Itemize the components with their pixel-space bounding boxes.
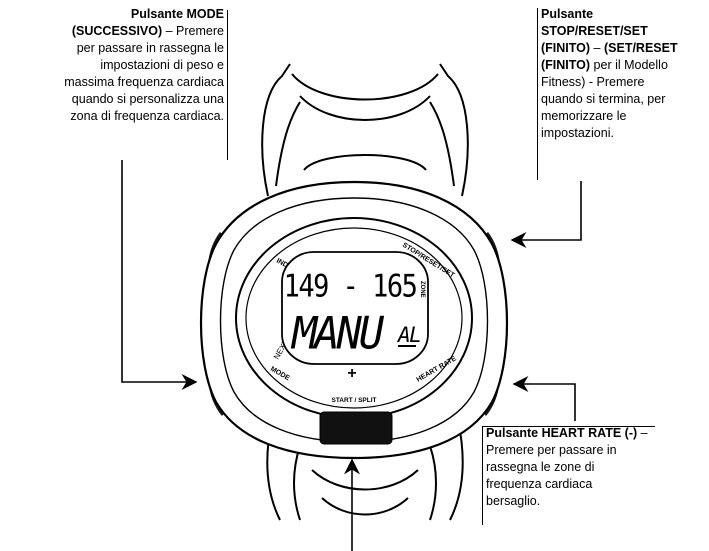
stop-callout-segment: – bbox=[590, 41, 604, 55]
stop-callout-line: Fitness) - Premere bbox=[541, 74, 701, 91]
mode-callout-line: per passare in rassegna le bbox=[20, 40, 224, 57]
mode-callout-segment: Pulsante MODE bbox=[130, 7, 224, 21]
bezel-label-start-split: START / SPLIT bbox=[331, 397, 376, 404]
mode-callout-line: Pulsante MODE bbox=[20, 6, 224, 23]
mode-callout-segment: – Premere bbox=[162, 24, 224, 38]
stop-callout-rule bbox=[537, 8, 538, 180]
mode-callout-segment: (SUCCESSIVO) bbox=[71, 24, 163, 38]
hr-callout-segment: Premere per passare in bbox=[486, 443, 617, 457]
lcd-mode-text: MANU bbox=[290, 309, 384, 360]
mode-callout-line: impostazioni di peso e bbox=[20, 57, 224, 74]
hr-callout-rule bbox=[482, 427, 483, 525]
hr-callout-segment: Pulsante HEART RATE (-) bbox=[486, 426, 638, 440]
stop-callout-segment: (SET/RESET bbox=[603, 41, 678, 55]
lcd-zone-label: ZONE bbox=[419, 281, 425, 298]
lcd-heart-rate-range: 149 - 165 bbox=[284, 268, 417, 304]
start-split-button[interactable] bbox=[319, 411, 393, 445]
hr-callout-line: rassegna le zone di bbox=[486, 459, 661, 476]
stop-callout-segment: quando si termina, per bbox=[541, 92, 666, 106]
hr-callout-line: bersaglio. bbox=[486, 493, 661, 510]
stop-callout-segment: (FINITO) bbox=[541, 58, 591, 72]
hr-callout-segment: bersaglio. bbox=[486, 494, 541, 508]
mode-callout-line: quando si personalizza una bbox=[20, 91, 224, 108]
lcd-display bbox=[281, 251, 429, 365]
heart-rate-button-callout: Pulsante HEART RATE (-) –Premere per pas… bbox=[482, 425, 661, 525]
mode-callout-segment: quando si personalizza una bbox=[71, 92, 224, 106]
mode-callout-line: (SUCCESSIVO) – Premere bbox=[20, 23, 224, 40]
stop-callout-line: Pulsante bbox=[541, 6, 701, 23]
mode-callout-segment: massima frequenza cardiaca bbox=[64, 75, 224, 89]
stop-callout-segment: memorizzare le bbox=[541, 109, 627, 123]
watch-band-top bbox=[261, 63, 469, 197]
stop-callout-segment: (FINITO) bbox=[541, 41, 591, 55]
stop-callout-segment: Pulsante bbox=[541, 7, 594, 21]
mode-callout-line: massima frequenza cardiaca bbox=[20, 74, 224, 91]
hr-callout-text: Pulsante HEART RATE (-) –Premere per pas… bbox=[486, 425, 661, 510]
stop-callout-segment: impostazioni. bbox=[541, 126, 614, 140]
lcd-plus-sign: + bbox=[347, 365, 356, 382]
stop-callout-line: quando si termina, per bbox=[541, 91, 701, 108]
lcd-mode-suffix: AL bbox=[396, 323, 420, 347]
mode-callout-segment: per passare in rassegna le bbox=[76, 41, 224, 55]
mode-callout-rule bbox=[227, 10, 228, 160]
stop-callout-segment: per il Modello bbox=[590, 58, 668, 72]
watch-band-bottom bbox=[266, 419, 464, 521]
hr-callout-segment: rassegna le zone di bbox=[486, 460, 595, 474]
hr-callout-segment: – bbox=[637, 426, 648, 440]
stop-callout-line: STOP/RESET/SET bbox=[541, 23, 701, 40]
stop-callout-segment: Fitness) - Premere bbox=[541, 75, 645, 89]
heart-rate-callout-arrow bbox=[512, 376, 576, 421]
hr-callout-line: frequenza cardiaca bbox=[486, 476, 661, 493]
mode-callout-segment: zona di frequenza cardiaca. bbox=[70, 109, 224, 123]
stop-callout-line: (FINITO) – (SET/RESET bbox=[541, 40, 701, 57]
stop-callout-line: memorizzare le bbox=[541, 108, 701, 125]
stop-callout-segment: STOP/RESET/SET bbox=[541, 24, 648, 38]
stop-callout-line: (FINITO) per il Modello bbox=[541, 57, 701, 74]
mode-callout-line: zona di frequenza cardiaca. bbox=[20, 108, 224, 125]
hr-callout-line: Pulsante HEART RATE (-) – bbox=[486, 425, 661, 442]
watch-bezel-inner bbox=[245, 227, 463, 409]
mode-callout-segment: impostazioni di peso e bbox=[100, 58, 224, 72]
mode-callout-arrow bbox=[121, 178, 198, 390]
stop-callout-arrow bbox=[510, 181, 582, 248]
hr-callout-top-rule bbox=[482, 426, 655, 427]
hr-callout-segment: frequenza cardiaca bbox=[486, 477, 593, 491]
hr-callout-line: Premere per passare in bbox=[486, 442, 661, 459]
stop-callout-line: impostazioni. bbox=[541, 125, 701, 142]
